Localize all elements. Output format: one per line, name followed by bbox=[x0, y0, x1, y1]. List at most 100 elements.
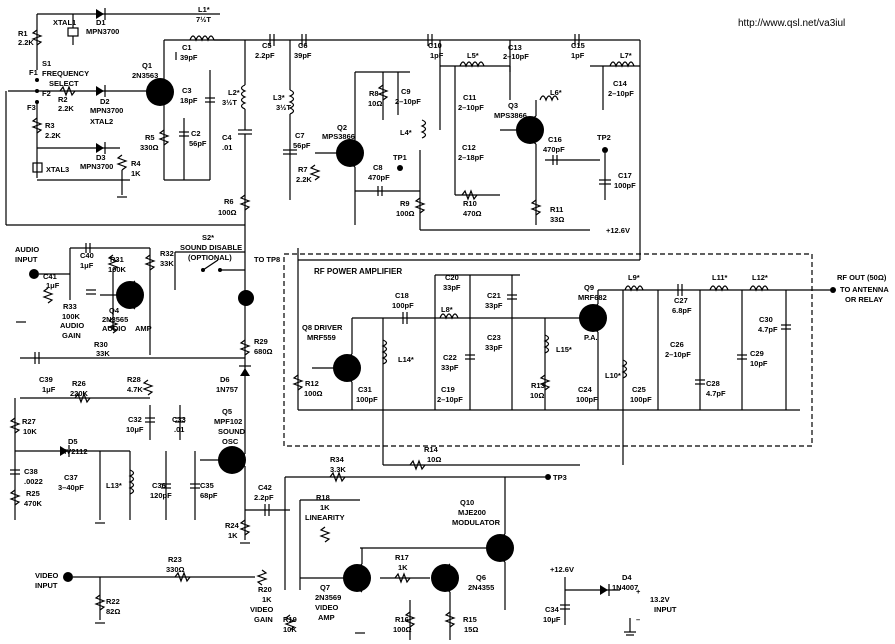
label-c12-val: 2–18pF bbox=[458, 153, 484, 162]
label-c4-val: .01 bbox=[222, 143, 232, 152]
xtal1-crystal-symbol bbox=[67, 27, 79, 37]
label-l1-val: 7½T bbox=[196, 15, 211, 24]
r31-resistor-symbol bbox=[107, 254, 119, 271]
label-s2-line1: SOUND DISABLE bbox=[180, 243, 242, 252]
label-q9-part: MRF682 bbox=[578, 293, 607, 302]
audio-section bbox=[9, 243, 290, 540]
label-c20-val: 33pF bbox=[443, 283, 461, 292]
source-url: http://www.qsl.net/va3iul bbox=[738, 18, 845, 29]
label-l7: L7* bbox=[620, 51, 632, 60]
label-r19-ref: R19 bbox=[283, 615, 297, 624]
label-q6-ref: Q6 bbox=[476, 573, 486, 582]
label-r6-ref: R6 bbox=[224, 197, 234, 206]
q1-transistor-symbol bbox=[146, 78, 174, 106]
label-c1-val: 39pF bbox=[180, 53, 198, 62]
rf-amp-dashed-box bbox=[283, 253, 813, 447]
label-d6-ref: D6 bbox=[220, 375, 230, 384]
label-c22-ref: C22 bbox=[443, 353, 457, 362]
label-d2-ref: D2 bbox=[100, 97, 110, 106]
label-c22-val: 33pF bbox=[441, 363, 459, 372]
l2-coil-symbol bbox=[240, 84, 247, 110]
label-r31-val: 100K bbox=[108, 265, 127, 274]
label-d3-ref: D3 bbox=[96, 153, 106, 162]
q3-transistor-symbol bbox=[516, 116, 544, 144]
rf-out-terminal-icon bbox=[830, 287, 836, 293]
label-r5-ref: R5 bbox=[145, 133, 155, 142]
label-r2-ref: R2 bbox=[58, 95, 68, 104]
label-c21-ref: C21 bbox=[487, 291, 501, 300]
label-r23-val: 330Ω bbox=[166, 565, 185, 574]
r6-resistor-symbol bbox=[239, 194, 251, 211]
label-c37-ref: C37 bbox=[64, 473, 78, 482]
label-c1-ref: C1 bbox=[182, 43, 192, 52]
label-r25-val: 470K bbox=[24, 499, 43, 508]
label-r18-val: 1K bbox=[320, 503, 330, 512]
label-s2-ref: S2* bbox=[202, 233, 214, 242]
label-r25-ref: R25 bbox=[26, 489, 40, 498]
label-c16-ref: C16 bbox=[548, 135, 562, 144]
label-c33-val: .01 bbox=[174, 425, 184, 434]
label-r22-ref: R22 bbox=[106, 597, 120, 606]
q5-fet-symbol bbox=[218, 446, 246, 474]
label-r13-ref: R13 bbox=[531, 381, 545, 390]
label-q2-part: MPS3866 bbox=[322, 132, 355, 141]
label-s2-line2: (OPTIONAL) bbox=[188, 253, 232, 262]
r34-resistor-symbol bbox=[329, 471, 346, 483]
label-c28-ref: C28 bbox=[706, 379, 720, 388]
label-video-gain-1: VIDEO bbox=[250, 605, 274, 614]
label-c12-ref: C12 bbox=[462, 143, 476, 152]
label-c7-val: 56pF bbox=[293, 141, 311, 150]
r30-resistor-symbol bbox=[107, 317, 119, 334]
label-r1-ref: R1 bbox=[18, 29, 28, 38]
l8-coil-symbol bbox=[439, 313, 459, 320]
q2-transistor-symbol bbox=[336, 139, 364, 167]
label-r6-val: 100Ω bbox=[218, 208, 237, 217]
q10-transistor-symbol bbox=[486, 534, 514, 562]
label-r9-ref: R9 bbox=[400, 199, 410, 208]
label-r17-val: 1K bbox=[398, 563, 408, 572]
label-q1-ref: Q1 bbox=[142, 61, 152, 70]
l15-coil-symbol bbox=[543, 334, 550, 354]
label-rf-out-2: TO ANTENNA bbox=[840, 285, 889, 294]
label-d1-ref: D1 bbox=[96, 18, 106, 27]
label-s1-line1: FREQUENCY bbox=[42, 69, 89, 78]
label-c10-val: 1pF bbox=[430, 51, 444, 60]
label-c15-val: 1pF bbox=[571, 51, 585, 60]
l11-coil-symbol bbox=[709, 285, 729, 292]
label-d1-part: MPN3700 bbox=[86, 27, 119, 36]
label-c19-ref: C19 bbox=[441, 385, 455, 394]
label-c31-val: 100pF bbox=[356, 395, 378, 404]
label-c29-ref: C29 bbox=[750, 349, 764, 358]
label-r12-val: 100Ω bbox=[304, 389, 323, 398]
label-power-input-1: 13.2V bbox=[650, 595, 670, 604]
l3-coil-symbol bbox=[288, 89, 295, 115]
rf-amp-section bbox=[283, 248, 836, 466]
label-q4-ref: Q4 bbox=[109, 306, 120, 315]
label-c25-ref: C25 bbox=[632, 385, 646, 394]
label-c14-ref: C14 bbox=[613, 79, 628, 88]
label-r13-val: 10Ω bbox=[530, 391, 544, 400]
label-audio-input-1: AUDIO bbox=[15, 245, 39, 254]
label-c41-val: 1μF bbox=[46, 281, 60, 290]
label-f2: F2 bbox=[42, 89, 51, 98]
label-r29-ref: R29 bbox=[254, 337, 268, 346]
label-j: J bbox=[245, 294, 249, 303]
label-c42-ref: C42 bbox=[258, 483, 272, 492]
label-r12-ref: R12 bbox=[305, 379, 319, 388]
label-r15-val: 15Ω bbox=[464, 625, 478, 634]
label-q10-ref: Q10 bbox=[460, 498, 474, 507]
label-c31-ref: C31 bbox=[358, 385, 372, 394]
r18-pot-symbol bbox=[319, 526, 331, 543]
label-d5-ref: D5 bbox=[68, 437, 78, 446]
multiplier-section bbox=[255, 34, 641, 261]
label-c34-val: 10μF bbox=[543, 615, 561, 624]
label-f1: F1 bbox=[29, 68, 38, 77]
label-tp2: TP2 bbox=[597, 133, 611, 142]
label-r1-val: 2.2K bbox=[18, 38, 34, 47]
r23-resistor-symbol bbox=[174, 571, 191, 583]
label-d4-ref: D4 bbox=[622, 573, 632, 582]
d4-diode-symbol bbox=[600, 585, 608, 595]
label-c30-ref: C30 bbox=[759, 315, 773, 324]
d3-diode-symbol bbox=[96, 143, 104, 153]
